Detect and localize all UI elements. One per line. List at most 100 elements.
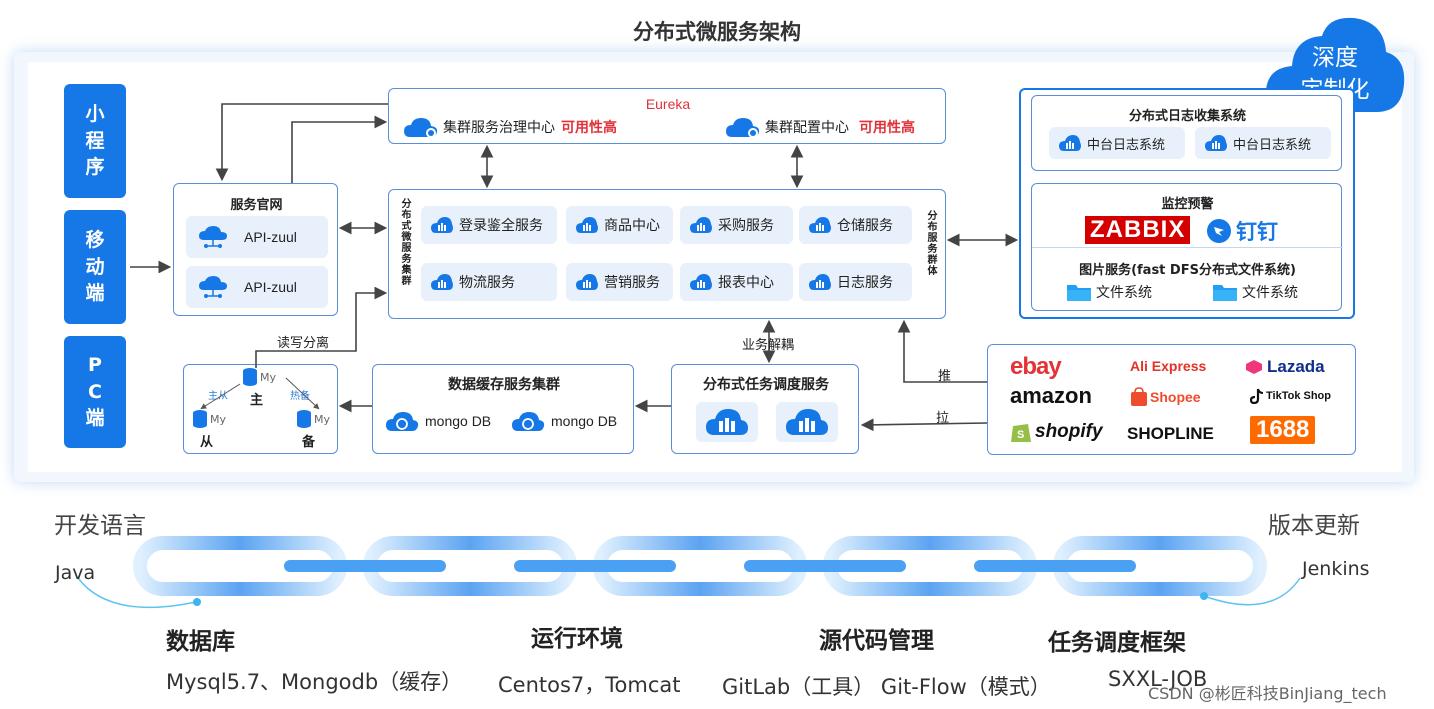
api-zuul-label: API-zuul bbox=[244, 279, 297, 295]
mysql-my-label: My bbox=[210, 413, 227, 426]
platform-shopline: SHOPLINE bbox=[1127, 424, 1214, 443]
mongo-item[interactable]: mongo DB bbox=[385, 409, 491, 433]
cloud-sync-icon bbox=[386, 412, 419, 431]
log-box: 分布式日志收集系统 中台日志系统 中台日志系统 bbox=[1031, 95, 1342, 171]
scheduler-node[interactable] bbox=[776, 402, 838, 442]
database-icon bbox=[297, 410, 311, 428]
service-label: 报表中心 bbox=[718, 275, 774, 291]
label-push: 推 bbox=[938, 369, 952, 384]
scheduler-title: 分布式任务调度服务 bbox=[703, 377, 829, 393]
files-title: 图片服务(fast DFS分布式文件系统) bbox=[1079, 263, 1296, 278]
platform-1688: 1688 bbox=[1250, 416, 1316, 444]
cluster-right-vertical: 分布服务群体 bbox=[925, 210, 936, 276]
dev-language-label: 开发语言 bbox=[54, 513, 146, 539]
shopify-label: shopify bbox=[1035, 421, 1103, 442]
label-rw-split: 读写分离 bbox=[277, 336, 330, 351]
log-item[interactable]: 中台日志系统 bbox=[1195, 127, 1331, 159]
mongo-item[interactable]: mongo DB bbox=[511, 409, 617, 433]
runtime-text: Centos7，Tomcat bbox=[498, 673, 681, 697]
folder-icon bbox=[1067, 285, 1091, 301]
mongo-label: mongo DB bbox=[551, 413, 618, 429]
version-label: 版本更新 bbox=[1268, 513, 1360, 539]
gateway-box: 服务官网 API-zuul API-zuul bbox=[173, 183, 338, 316]
eureka-box: Eureka 集群服务治理中心 可用性高 集群配置中心 可用性高 bbox=[388, 88, 946, 144]
dev-language-value: Java bbox=[55, 562, 96, 584]
cloud-network-icon bbox=[199, 276, 227, 298]
service-item[interactable]: 日志服务 bbox=[799, 263, 912, 301]
dingtalk-label: 钉钉 bbox=[1236, 220, 1278, 244]
platforms-box: ebay Ali Express Lazada amazon Shopee Ti… bbox=[987, 344, 1356, 455]
cloud-building-icon bbox=[576, 217, 598, 233]
scheduler-framework-text: SXXL-JOB bbox=[1108, 667, 1208, 691]
client-label: 移 动 端 bbox=[85, 229, 105, 305]
zabbix-logo: ZABBIX bbox=[1085, 216, 1191, 244]
service-item[interactable]: 采购服务 bbox=[680, 206, 793, 244]
database-icon bbox=[193, 410, 207, 428]
service-item[interactable]: 仓储服务 bbox=[799, 206, 912, 244]
api-zuul-item[interactable]: API-zuul bbox=[186, 266, 328, 308]
service-label: 采购服务 bbox=[718, 218, 774, 234]
service-item[interactable]: 营销服务 bbox=[566, 263, 673, 301]
cloud-building-icon bbox=[706, 409, 748, 435]
scheduler-framework-title: 任务调度框架 bbox=[1048, 630, 1186, 656]
shopee-label: Shopee bbox=[1150, 389, 1201, 405]
service-label: 商品中心 bbox=[604, 218, 660, 234]
mysql-backup: My 备 bbox=[296, 409, 330, 450]
dingtalk-logo: 钉钉 bbox=[1206, 216, 1278, 246]
cloud-building-icon bbox=[690, 274, 712, 290]
mysql-my-label: My bbox=[314, 413, 331, 426]
platform-amazon: amazon bbox=[1010, 383, 1092, 408]
service-label: 营销服务 bbox=[604, 275, 660, 291]
file-item-label: 文件系统 bbox=[1242, 285, 1298, 301]
platform-shopee: Shopee bbox=[1130, 387, 1201, 407]
service-item[interactable]: 物流服务 bbox=[421, 263, 557, 301]
version-value: Jenkins bbox=[1302, 558, 1370, 580]
service-item[interactable]: 登录鉴全服务 bbox=[421, 206, 557, 244]
shopify-icon: S bbox=[1011, 424, 1031, 442]
cloud-sync-icon bbox=[512, 412, 545, 431]
platform-tiktok: TikTok Shop bbox=[1250, 388, 1331, 404]
cache-box: 数据缓存服务集群 mongo DB mongo DB bbox=[372, 364, 634, 454]
mysql-master: My 主 bbox=[242, 367, 276, 408]
eureka-registry-tag: 可用性高 bbox=[561, 120, 617, 136]
database-text: Mysql5.7、Mongodb（缓存） bbox=[166, 670, 463, 694]
api-zuul-label: API-zuul bbox=[244, 229, 297, 245]
platform-aliexpress: Ali Express bbox=[1130, 358, 1207, 374]
database-icon bbox=[243, 368, 257, 386]
file-item[interactable]: 文件系统 bbox=[1212, 282, 1298, 302]
lazada-icon bbox=[1246, 360, 1262, 374]
service-item[interactable]: 商品中心 bbox=[566, 206, 673, 244]
source-control-title: 源代码管理 bbox=[819, 628, 934, 654]
log-title: 分布式日志收集系统 bbox=[1128, 109, 1246, 124]
shopee-icon bbox=[1131, 387, 1147, 406]
client-mobile[interactable]: 移 动 端 bbox=[64, 210, 126, 324]
chain-graphic bbox=[77, 536, 1301, 609]
eureka-config: 集群配置中心 可用性高 bbox=[725, 115, 915, 139]
platform-shopify: S shopify bbox=[1010, 420, 1103, 444]
label-biz-decouple: 业务解耦 bbox=[742, 338, 795, 353]
service-item[interactable]: 报表中心 bbox=[680, 263, 793, 301]
mysql-edge-left: 主从 bbox=[208, 391, 228, 402]
cloud-building-icon bbox=[786, 409, 828, 435]
log-item[interactable]: 中台日志系统 bbox=[1049, 127, 1185, 159]
file-item[interactable]: 文件系统 bbox=[1066, 282, 1152, 302]
label-pull: 拉 bbox=[936, 411, 950, 426]
client-label: 小 程 序 bbox=[85, 103, 105, 179]
folder-icon bbox=[1213, 285, 1237, 301]
platform-ebay: ebay bbox=[1010, 353, 1062, 380]
page-title: 分布式微服务架构 bbox=[633, 20, 801, 44]
client-label: P C 端 bbox=[85, 354, 105, 430]
scheduler-node[interactable] bbox=[696, 402, 758, 442]
api-zuul-item[interactable]: API-zuul bbox=[186, 216, 328, 258]
client-mini-program[interactable]: 小 程 序 bbox=[64, 84, 126, 198]
cloud-gear-icon bbox=[726, 118, 760, 138]
scheduler-box: 分布式任务调度服务 bbox=[671, 364, 859, 454]
client-pc[interactable]: P C 端 bbox=[64, 336, 126, 448]
mysql-slave-label: 从 bbox=[200, 435, 214, 450]
mysql-box: My 主 My 从 My 备 主从 热备 bbox=[183, 364, 338, 454]
log-item-label: 中台日志系统 bbox=[1087, 137, 1166, 153]
cloud-building-icon bbox=[1059, 135, 1081, 151]
dingtalk-icon bbox=[1207, 219, 1231, 243]
watermark: CSDN @彬匠科技BinJiang_tech bbox=[1148, 684, 1387, 703]
